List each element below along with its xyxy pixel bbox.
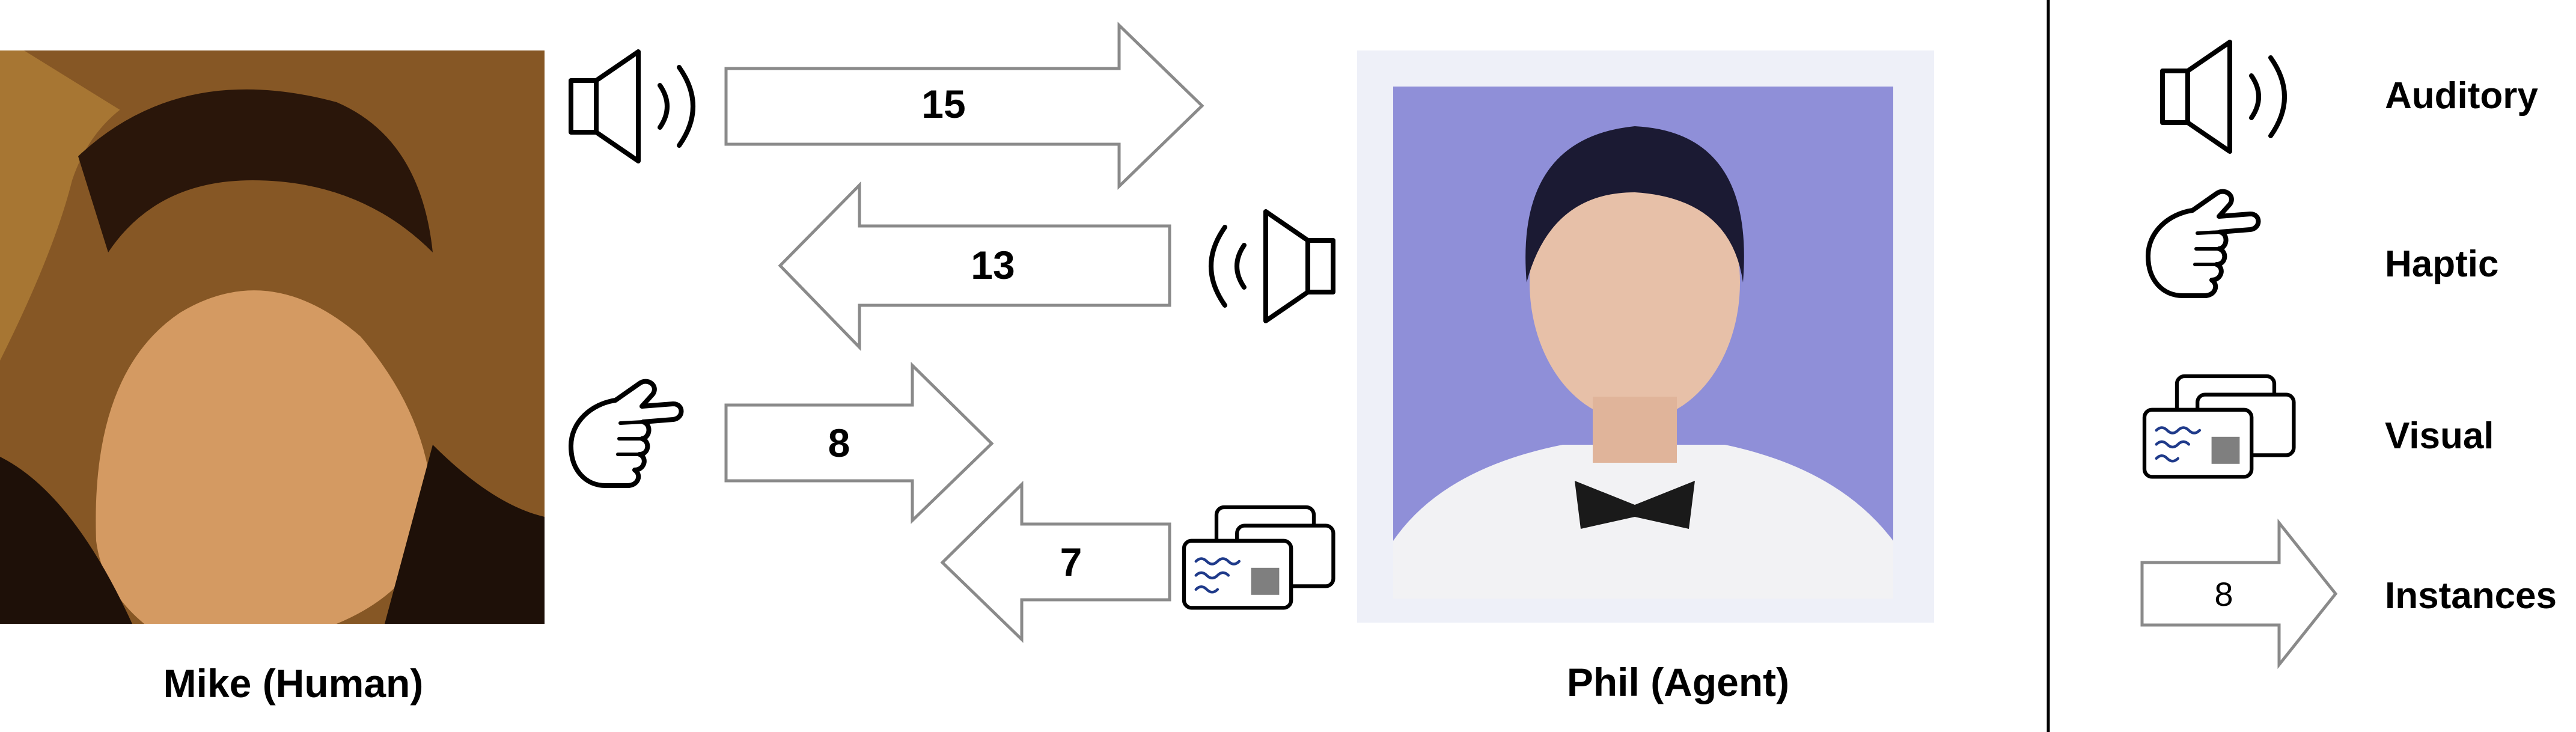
exchange-arrow-auditory-to-agent: 15 xyxy=(724,22,1204,190)
pointing-hand-icon xyxy=(571,382,682,486)
legend: Auditory Haptic Visual 8 Instances xyxy=(2140,42,2557,669)
legend-label-auditory: Auditory xyxy=(2385,75,2538,117)
legend-arrow-sample-value: 8 xyxy=(2214,575,2233,613)
legend-label-visual: Visual xyxy=(2385,415,2494,457)
human-portrait xyxy=(0,50,545,624)
exchange-count-auditory-to-agent: 15 xyxy=(921,82,965,126)
exchange-arrow-haptic-to-agent: 8 xyxy=(724,362,994,524)
speaker-icon xyxy=(571,52,693,161)
exchange-arrow-auditory-to-human: 13 xyxy=(778,181,1171,352)
visual-cards-icon xyxy=(2144,376,2294,477)
exchange-count-haptic-to-agent: 8 xyxy=(828,421,850,465)
visual-cards-icon xyxy=(1184,507,1333,608)
legend-label-haptic: Haptic xyxy=(2385,243,2498,285)
pointing-hand-icon xyxy=(2148,192,2259,296)
exchange-arrow-visual-to-human: 7 xyxy=(940,481,1171,643)
exchange-count-visual-to-human: 7 xyxy=(1060,540,1082,584)
exchange-count-auditory-to-human: 13 xyxy=(971,243,1015,287)
agent-portrait xyxy=(1357,50,1934,623)
agent-caption: Phil (Agent) xyxy=(1567,660,1789,704)
speaker-icon xyxy=(2162,42,2285,151)
speaker-icon xyxy=(1211,212,1333,321)
legend-label-instances: Instances xyxy=(2385,575,2557,617)
arrow-icon: 8 xyxy=(2140,518,2338,669)
human-caption: Mike (Human) xyxy=(163,661,424,706)
